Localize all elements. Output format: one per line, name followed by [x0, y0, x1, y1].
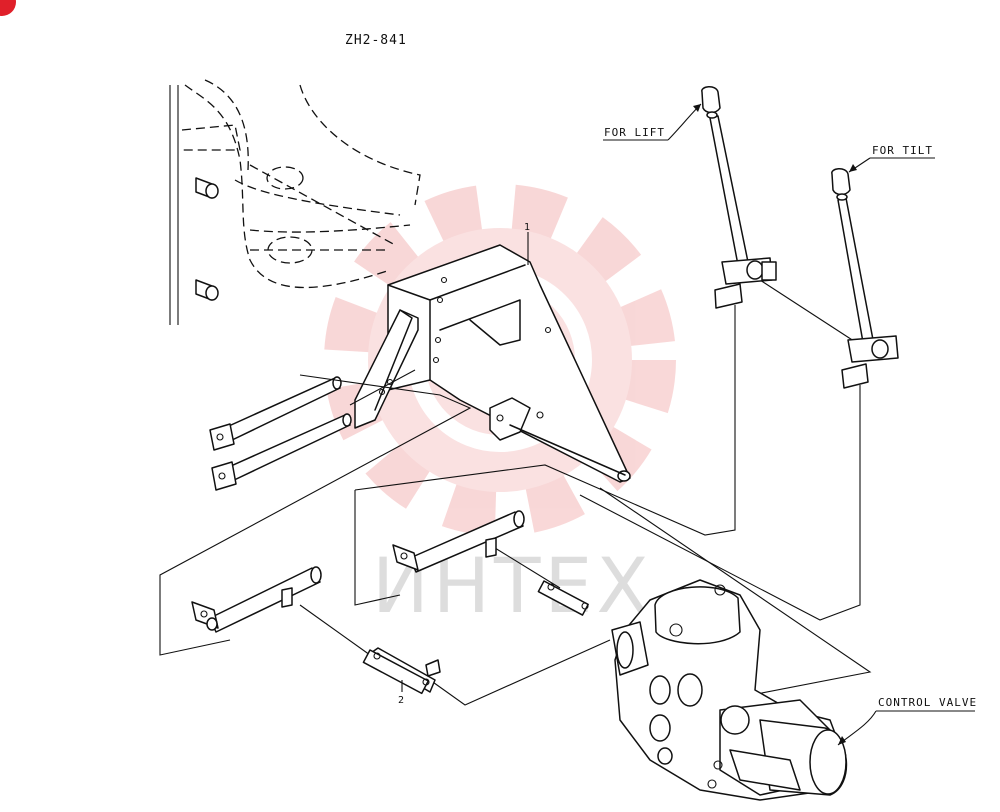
corner-mark [0, 0, 16, 16]
valve-link [537, 580, 589, 616]
label-control-valve: CONTROL VALVE [837, 696, 977, 746]
label-for-tilt: FOR TILT [848, 144, 935, 173]
link-plate-part-2: 2 [362, 647, 441, 706]
callout-part-2: 2 [398, 695, 404, 706]
drawing-code: ZH2-841 [345, 33, 407, 48]
long-rods [209, 376, 352, 491]
label-for-lift: FOR LIFT [603, 103, 702, 141]
truck-frame [169, 79, 421, 325]
label-for-lift-text: FOR LIFT [604, 126, 665, 139]
control-valve [611, 579, 848, 801]
lower-shaft-left [191, 566, 322, 633]
label-control-valve-text: CONTROL VALVE [878, 696, 977, 709]
lever-bracket: 1 [354, 222, 631, 483]
label-for-tilt-text: FOR TILT [872, 144, 933, 157]
lift-lever [701, 86, 777, 309]
callout-part-1: 1 [524, 222, 530, 233]
lower-shaft-middle [392, 510, 525, 573]
tilt-lever [831, 168, 899, 389]
linkage-pivot [489, 397, 626, 476]
